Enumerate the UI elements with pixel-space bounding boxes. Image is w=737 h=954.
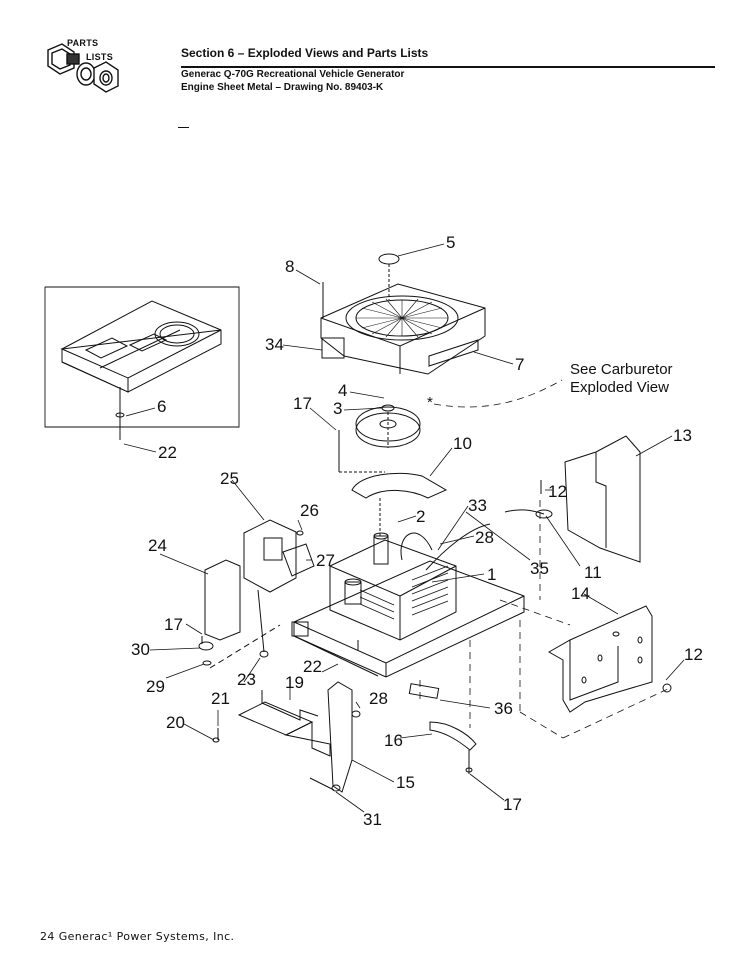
note-asterisk: * bbox=[427, 394, 433, 411]
callout-3: 3 bbox=[333, 399, 342, 418]
callout-20: 20 bbox=[166, 713, 185, 732]
dash-mark bbox=[178, 127, 189, 128]
header-rule bbox=[181, 66, 715, 68]
callout-14: 14 bbox=[571, 584, 590, 603]
callout-1: 1 bbox=[487, 565, 496, 584]
callout-7: 7 bbox=[515, 355, 524, 374]
callout-leader-lines bbox=[123, 243, 685, 813]
subtitle-model: Generac Q-70G Recreational Vehicle Gener… bbox=[181, 69, 405, 80]
callout-29: 29 bbox=[146, 677, 165, 696]
callout-22-lower: 22 bbox=[303, 657, 322, 676]
blower-housing-cover bbox=[320, 253, 486, 375]
callout-15: 15 bbox=[396, 773, 415, 792]
callout-8: 8 bbox=[285, 257, 294, 276]
callout-23: 23 bbox=[237, 670, 256, 689]
callout-21: 21 bbox=[211, 689, 230, 708]
page-number: 24 bbox=[40, 930, 55, 943]
right-side-panels bbox=[504, 435, 672, 713]
callout-13: 13 bbox=[673, 426, 692, 445]
callout-16: 16 bbox=[384, 731, 403, 750]
callout-33: 33 bbox=[468, 496, 487, 515]
inset-base-panel bbox=[44, 286, 240, 440]
engine-assembly bbox=[291, 523, 525, 678]
callout-31: 31 bbox=[363, 810, 382, 829]
page-header: PARTS LISTS Section 6 – Exploded Views a… bbox=[0, 0, 737, 110]
callout-26: 26 bbox=[300, 501, 319, 520]
nut-bolt-icon bbox=[47, 43, 119, 93]
callout-17-left: 17 bbox=[164, 615, 183, 634]
callout-12-right: 12 bbox=[684, 645, 703, 664]
page-footer: 24 Generac¹ Power Systems, Inc. bbox=[40, 930, 234, 943]
logo-label-lists: LISTS bbox=[86, 52, 114, 62]
assembly-guide-lines bbox=[419, 379, 671, 739]
callout-35: 35 bbox=[530, 559, 549, 578]
note-carburetor-line1: See Carburetor bbox=[570, 361, 673, 378]
callout-11: 11 bbox=[584, 563, 602, 582]
callout-4: 4 bbox=[338, 381, 347, 400]
callout-28-top: 28 bbox=[475, 528, 494, 547]
callout-30: 30 bbox=[131, 640, 150, 659]
callout-17-top: 17 bbox=[293, 394, 312, 413]
parts-lists-logo: PARTS LISTS bbox=[40, 38, 128, 102]
flywheel-fan bbox=[338, 404, 421, 473]
note-carburetor-line2: Exploded View bbox=[570, 379, 669, 396]
callout-22-inset: 22 bbox=[158, 443, 177, 462]
callout-10: 10 bbox=[453, 434, 472, 453]
callout-5: 5 bbox=[446, 233, 455, 252]
lower-left-brackets bbox=[212, 640, 477, 793]
callout-36: 36 bbox=[494, 699, 513, 718]
callout-28-lower: 28 bbox=[369, 689, 388, 708]
air-baffle bbox=[351, 472, 448, 538]
callout-25: 25 bbox=[220, 469, 239, 488]
footer-company: Generac¹ Power Systems, Inc. bbox=[58, 930, 235, 943]
callout-17-bottom: 17 bbox=[503, 795, 522, 814]
callout-34: 34 bbox=[265, 335, 284, 354]
subtitle-drawing: Engine Sheet Metal – Drawing No. 89403-K bbox=[181, 82, 384, 93]
section-title: Section 6 – Exploded Views and Parts Lis… bbox=[181, 46, 429, 60]
callout-24: 24 bbox=[148, 536, 167, 555]
callout-12-top: 12 bbox=[548, 482, 567, 501]
logo-label-parts: PARTS bbox=[67, 38, 99, 48]
control-panel-side bbox=[198, 519, 315, 669]
callout-2: 2 bbox=[416, 507, 425, 526]
callout-27: 27 bbox=[316, 551, 335, 570]
callout-6: 6 bbox=[157, 397, 166, 416]
callout-19: 19 bbox=[285, 673, 304, 692]
